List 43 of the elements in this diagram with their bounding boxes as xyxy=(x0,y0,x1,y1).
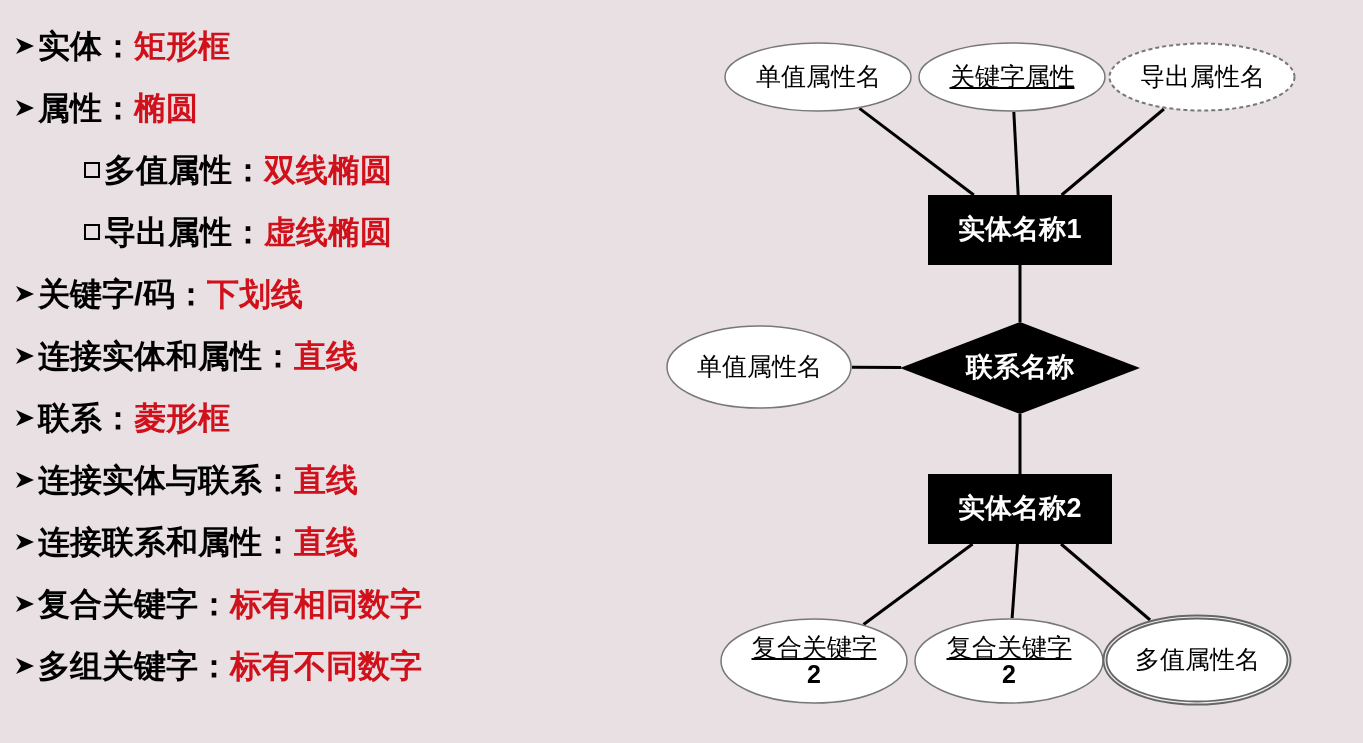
notation-symbol: 下划线 xyxy=(206,274,303,314)
notation-term: 关键字/码： xyxy=(38,274,207,314)
node-label: 单值属性名 xyxy=(696,353,822,381)
notation-symbol: 标有不同数字 xyxy=(230,646,422,686)
notation-symbol: 矩形框 xyxy=(134,26,230,66)
notation-term: 连接实体和属性： xyxy=(38,336,294,376)
node-label: 导出属性名 xyxy=(1139,63,1265,91)
node-label: 实体名称1 xyxy=(958,215,1082,245)
node-label: 关键字属性 xyxy=(949,63,1075,91)
connector-line xyxy=(1018,265,1022,322)
connector-line xyxy=(1060,107,1165,197)
connector-line xyxy=(1012,111,1020,196)
notation-symbol: 菱形框 xyxy=(134,398,230,438)
notation-symbol: 虚线椭圆 xyxy=(264,212,392,252)
notation-term: 复合关键字： xyxy=(38,584,230,624)
notation-term: 连接实体与联系： xyxy=(38,460,294,500)
notation-term: 联系： xyxy=(38,398,134,438)
connector-line xyxy=(1018,414,1022,474)
notation-symbol: 直线 xyxy=(294,522,358,562)
notation-term: 实体： xyxy=(38,26,134,66)
notation-term: 多组关键字： xyxy=(38,646,230,686)
key-group-number: 2 xyxy=(1002,661,1016,689)
connector-line xyxy=(1010,543,1019,619)
connector-line xyxy=(858,107,975,197)
node-label: 联系名称 xyxy=(966,353,1074,383)
notation-term: 连接联系和属性： xyxy=(38,522,294,562)
notation-term: 属性： xyxy=(38,88,134,128)
connector-line xyxy=(1060,542,1152,622)
notation-term: 多值属性： xyxy=(104,150,264,190)
node-label: 复合关键字 xyxy=(751,633,877,661)
notation-symbol: 椭圆 xyxy=(134,88,198,128)
notation-term: 导出属性： xyxy=(104,212,264,252)
notation-symbol: 直线 xyxy=(294,336,358,376)
node-label: 复合关键字 xyxy=(946,633,1072,661)
node-label: 实体名称2 xyxy=(958,494,1082,524)
notation-symbol: 双线椭圆 xyxy=(264,150,392,190)
node-label: 多值属性名 xyxy=(1134,646,1260,674)
connector-line xyxy=(862,542,974,626)
key-group-number: 2 xyxy=(807,661,821,689)
notation-symbol: 标有相同数字 xyxy=(230,584,422,624)
node-label: 单值属性名 xyxy=(755,63,881,91)
connector-line xyxy=(852,365,902,370)
notation-symbol: 直线 xyxy=(294,460,358,500)
